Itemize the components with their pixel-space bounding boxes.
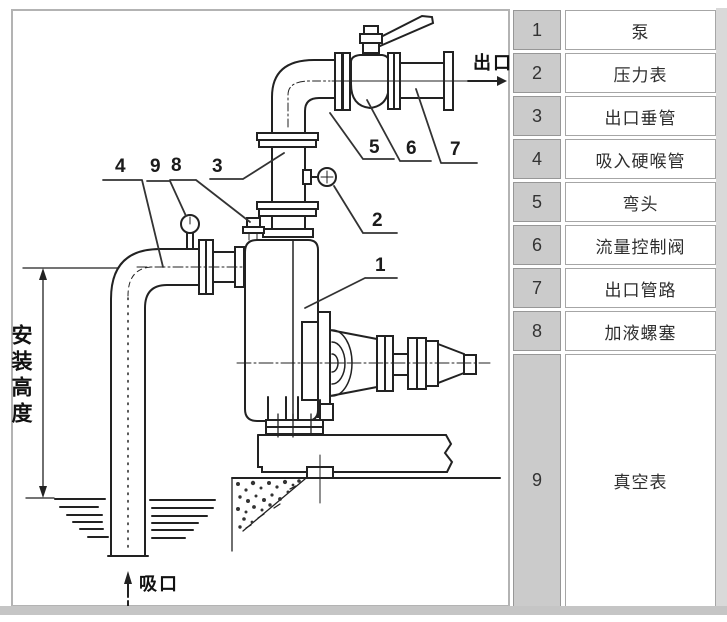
install-height-dimension — [22, 267, 119, 499]
part-number: 7 — [513, 268, 561, 308]
table-row: 4 吸入硬喉管 — [513, 139, 716, 179]
outlet-arrow — [467, 76, 507, 86]
outlet-label: 出口 — [473, 53, 513, 73]
table-row: 7 出口管路 — [513, 268, 716, 308]
table-row: 5 弯头 — [513, 182, 716, 222]
part-label: 出口垂管 — [565, 96, 716, 136]
table-row: 8 加液螺塞 — [513, 311, 716, 351]
inlet-label: 吸口 — [139, 574, 179, 594]
callout-5: 5 — [369, 137, 380, 158]
table-row: 1 泵 — [513, 10, 716, 50]
parts-legend-table: 1 泵 2 压力表 3 出口垂管 4 吸入硬喉管 5 弯头 6 流量控制阀 7 … — [513, 10, 716, 607]
suction-pipe — [107, 239, 259, 557]
vacuum-gauge — [180, 214, 200, 250]
table-row: 3 出口垂管 — [513, 96, 716, 136]
callout-8: 8 — [171, 155, 182, 176]
part-label: 真空表 — [565, 354, 716, 607]
table-row: 6 流量控制阀 — [513, 225, 716, 265]
part-label: 出口管路 — [565, 268, 716, 308]
install-height-label: 安装高度 — [9, 324, 32, 428]
callout-6: 6 — [406, 138, 417, 159]
part-label: 泵 — [565, 10, 716, 50]
water-surface — [54, 498, 216, 539]
callout-1: 1 — [375, 255, 386, 276]
callout-leaders — [102, 88, 478, 309]
foundation-hatch — [231, 477, 306, 552]
callout-2: 2 — [372, 210, 383, 231]
pump-feet — [265, 396, 334, 438]
part-number: 2 — [513, 53, 561, 93]
pressure-gauge — [302, 167, 337, 187]
baseplate — [231, 434, 501, 504]
callout-9: 9 — [150, 156, 161, 177]
suction-arrow — [124, 571, 132, 608]
callout-4: 4 — [115, 156, 126, 177]
table-row: 2 压力表 — [513, 53, 716, 93]
part-label: 压力表 — [565, 53, 716, 93]
bottom-edge-strip — [0, 606, 727, 615]
part-number: 6 — [513, 225, 561, 265]
outlet-piping — [331, 51, 469, 111]
part-label: 加液螺塞 — [565, 311, 716, 351]
part-number: 1 — [513, 10, 561, 50]
table-row: 9 真空表 — [513, 354, 716, 607]
filling-plug — [242, 217, 265, 241]
part-label: 吸入硬喉管 — [565, 139, 716, 179]
part-label: 弯头 — [565, 182, 716, 222]
callout-3: 3 — [212, 156, 223, 177]
outlet-vertical-pipe — [256, 59, 337, 238]
shaft-assembly — [236, 311, 491, 418]
right-edge-strip — [716, 8, 727, 607]
part-number: 3 — [513, 96, 561, 136]
part-label: 流量控制阀 — [565, 225, 716, 265]
part-number: 8 — [513, 311, 561, 351]
callout-7: 7 — [450, 139, 461, 160]
part-number: 4 — [513, 139, 561, 179]
part-number: 9 — [513, 354, 561, 607]
part-number: 5 — [513, 182, 561, 222]
